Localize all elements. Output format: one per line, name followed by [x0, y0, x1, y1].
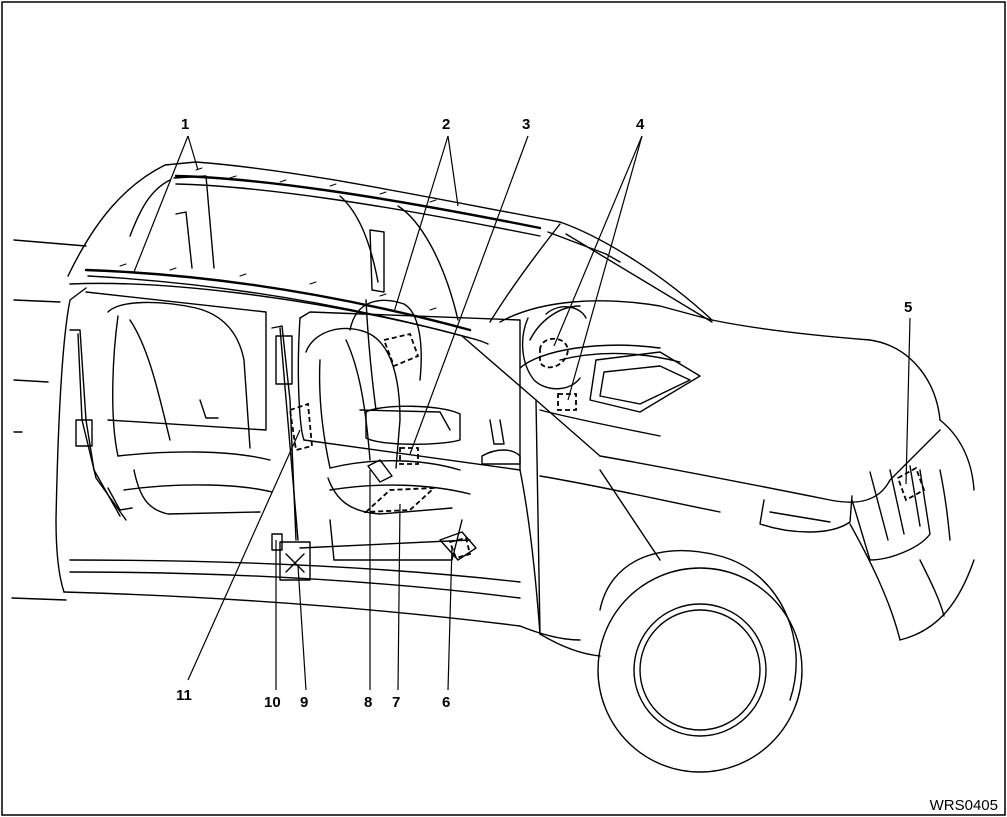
floor-components	[271, 459, 477, 581]
component-outlines	[288, 332, 926, 560]
truck-bed	[11, 239, 87, 601]
figure-code: WRS0405	[930, 797, 998, 814]
callout-6: 6	[442, 694, 450, 711]
callout-7: 7	[392, 694, 400, 711]
vehicle-drawing	[11, 161, 975, 773]
cab-roof	[67, 161, 713, 345]
callout-3: 3	[522, 116, 530, 133]
dashboard	[499, 300, 713, 437]
callout-5: 5	[904, 299, 912, 316]
callout-10: 10	[264, 694, 281, 711]
callout-8: 8	[364, 694, 372, 711]
callout-2: 2	[442, 116, 450, 133]
front-wheel	[539, 549, 803, 773]
front-end	[599, 319, 975, 641]
callout-11: 11	[176, 687, 192, 704]
lower-body	[519, 469, 721, 641]
center-console	[365, 405, 521, 465]
callout-labels: 1 2 3 4 5 6 7 8 9 10 11	[176, 116, 912, 711]
callout-1: 1	[181, 116, 189, 133]
callout-4: 4	[636, 116, 645, 133]
callout-9: 9	[300, 694, 308, 711]
rear-seat	[107, 301, 273, 515]
b-pillar-seatbelt	[175, 211, 385, 541]
rear-seatbelt	[69, 329, 133, 521]
leader-lines	[133, 135, 911, 691]
curtain-airbag-module	[84, 167, 542, 339]
